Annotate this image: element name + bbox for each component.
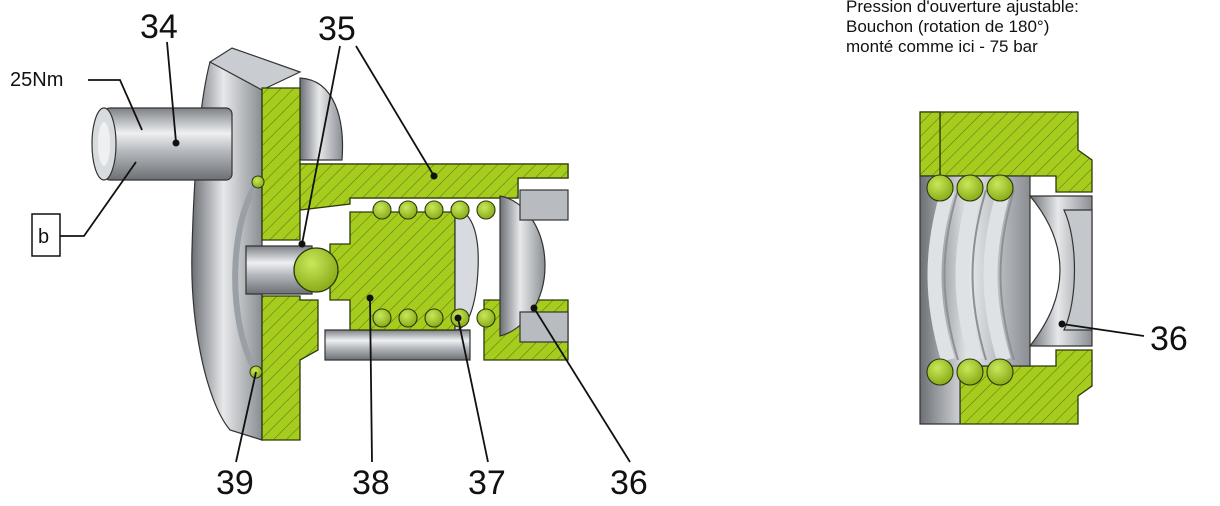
label-35: 35 [318,10,356,48]
note-line-1: Pression d'ouverture ajustable: [846,0,1079,16]
housing-lower [324,329,471,361]
label-36-main: 36 [610,464,648,502]
flange-top-face [208,47,302,91]
note-line-2: Bouchon (rotation de 180°) [846,17,1049,36]
main-cutaway [91,47,569,441]
label-torque: 25Nm [10,69,63,91]
note-line-3: monté comme ici - 75 bar [846,37,1038,56]
label-38: 38 [352,464,390,502]
o-ring-39 [232,180,261,374]
detail-spring [926,174,1015,386]
shaft-34 [91,107,233,181]
label-36-detail: 36 [1150,320,1188,358]
spring-37 [372,200,496,331]
flange-section-lower [261,295,319,441]
detail-view [919,111,1093,425]
inlet-channel [245,245,313,295]
rear-cylinder [299,77,344,161]
label-37: 37 [468,464,506,502]
leader-lines [60,41,1145,463]
label-39: 39 [216,464,254,502]
label-b-box [31,213,61,257]
label-34: 34 [140,8,178,46]
housing-section [299,163,569,211]
label-b: b [38,226,49,248]
plug-36 [499,189,569,343]
seat-ball [293,247,339,293]
